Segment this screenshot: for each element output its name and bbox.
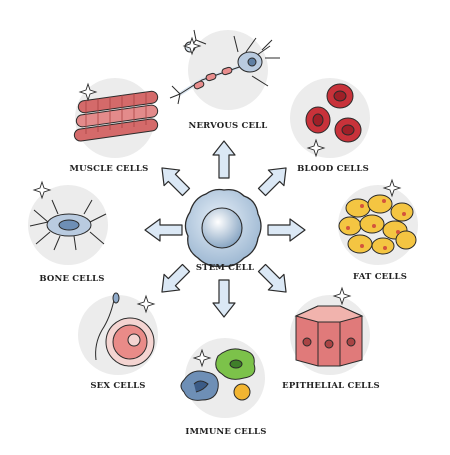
sparkle-icon bbox=[136, 294, 156, 314]
immune-cells-illustration bbox=[180, 348, 256, 401]
label-blood-cells: BLOOD CELLS bbox=[297, 164, 369, 174]
sex-cells-illustration bbox=[95, 292, 155, 367]
label-fat-cells: FAT CELLS bbox=[352, 272, 408, 282]
label-muscle-cells: MUSCLE CELLS bbox=[69, 164, 149, 174]
sparkle-icon bbox=[306, 138, 326, 158]
blood-cells-illustration bbox=[305, 83, 362, 143]
arrow-up bbox=[212, 140, 236, 179]
label-bone-cells: BONE CELLS bbox=[39, 274, 105, 284]
arrow-upleft bbox=[161, 167, 191, 197]
label-epithelial-cells: EPITHELIAL CELLS bbox=[282, 381, 380, 391]
arrows bbox=[144, 140, 306, 318]
sparkle-icon bbox=[332, 286, 352, 306]
label-stem-cell: STEM CELL bbox=[195, 263, 255, 273]
label-nervous-cell: NERVOUS CELL bbox=[188, 121, 268, 131]
sparkle-decorations bbox=[32, 36, 402, 368]
bone-cells-illustration bbox=[29, 199, 107, 251]
fat-cells-illustration bbox=[338, 194, 417, 255]
label-immune-cells: IMMUNE CELLS bbox=[185, 427, 267, 437]
arrow-upright bbox=[257, 167, 287, 197]
sparkle-icon bbox=[78, 82, 98, 102]
label-sex-cells: SEX CELLS bbox=[90, 381, 146, 391]
arrow-right bbox=[267, 218, 306, 242]
muscle-cells-illustration bbox=[73, 90, 159, 142]
arrow-downright bbox=[257, 263, 287, 293]
epithelial-cells-illustration bbox=[294, 305, 364, 367]
nervous-cell-illustration bbox=[169, 29, 280, 105]
sparkle-icon bbox=[192, 348, 212, 368]
stem-cell bbox=[184, 188, 262, 267]
arrow-downleft bbox=[161, 263, 191, 293]
sparkle-icon bbox=[182, 36, 202, 56]
arrow-down bbox=[212, 279, 236, 318]
arrow-left bbox=[144, 218, 183, 242]
sparkle-icon bbox=[32, 180, 52, 200]
sparkle-icon bbox=[382, 178, 402, 198]
